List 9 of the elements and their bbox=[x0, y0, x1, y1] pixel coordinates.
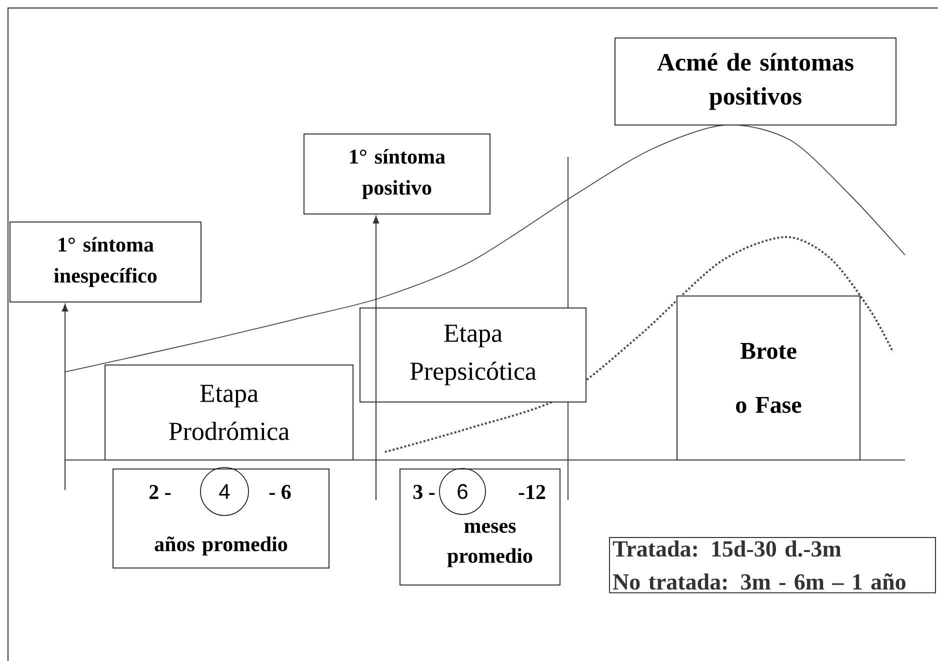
arrow bbox=[62, 304, 68, 490]
label-box: Acmé de síntomas positivos bbox=[614, 38, 896, 126]
note-box: Tratada: 15d-30 d.-3m No tratada: 3m - 6m – 1 año bbox=[609, 537, 936, 594]
phase-box: Brote o Fase bbox=[676, 296, 860, 460]
label-box: 1° síntoma positivo bbox=[304, 134, 490, 214]
arrow bbox=[372, 216, 380, 500]
stage-box: Etapa Prepsicótica bbox=[360, 308, 586, 402]
label-box: 1° síntoma inespecífico bbox=[10, 222, 202, 302]
stage-box: Etapa Prodrómica bbox=[104, 364, 354, 460]
